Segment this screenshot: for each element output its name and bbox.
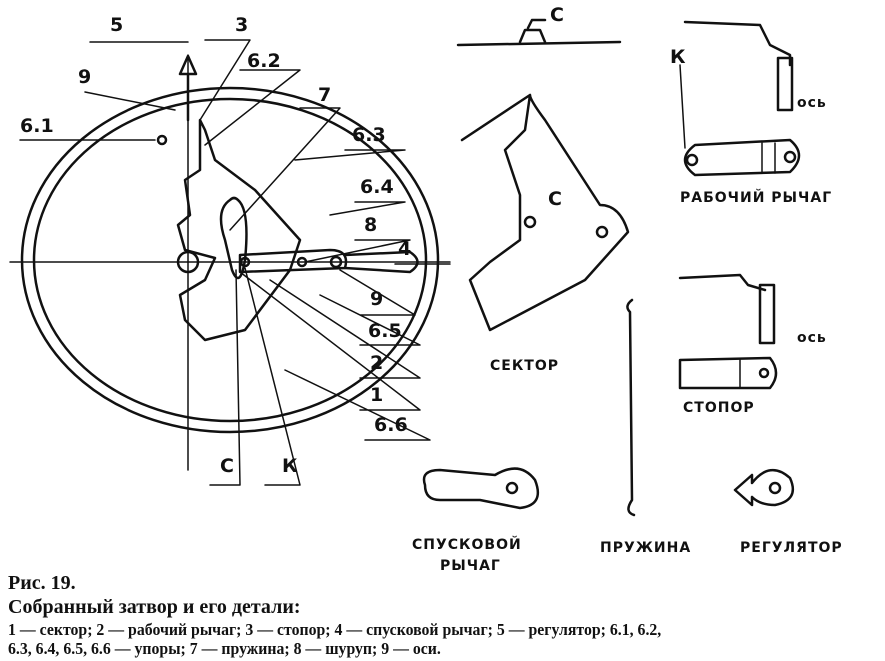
trigger-lever-part — [422, 467, 540, 510]
regulator-arrow — [178, 54, 198, 122]
label-4: 4 — [398, 238, 412, 260]
regulator-part — [733, 469, 795, 507]
label-6-6: 6.6 — [374, 414, 408, 436]
inner-ring — [32, 97, 428, 423]
center-axis — [176, 250, 200, 274]
part-working-lever: РАБОЧИЙ РЫЧАГ — [680, 190, 833, 206]
spring-loop — [219, 196, 248, 280]
part-spring: ПРУЖИНА — [600, 540, 692, 556]
outer-ring — [20, 86, 440, 434]
label-3: 3 — [235, 14, 249, 36]
part-axis-2: ось — [797, 330, 827, 346]
part-top-c: С — [550, 4, 564, 26]
stopper-part — [678, 273, 778, 390]
shutter-rail — [456, 18, 622, 47]
assembly-view — [9, 39, 451, 486]
part-lever-k: К — [670, 46, 686, 68]
label-7: 7 — [318, 84, 332, 106]
axis-9b — [329, 255, 343, 269]
part-sector-c: С — [548, 188, 562, 210]
part-trigger-lever-1: СПУСКОВОЙ — [412, 537, 522, 553]
label-c: С — [220, 455, 234, 477]
label-6-2: 6.2 — [247, 50, 281, 72]
part-trigger-lever-2: РЫЧАГ — [440, 558, 501, 574]
part-stopper: СТОПОР — [683, 400, 755, 416]
caption-line-2: 6.3, 6.4, 6.5, 6.6 — упоры; 7 — пружина;… — [8, 639, 441, 658]
label-k: К — [282, 455, 298, 477]
label-1: 1 — [370, 384, 384, 406]
label-8: 8 — [364, 214, 378, 236]
label-9: 9 — [78, 66, 92, 88]
label-6-3: 6.3 — [352, 124, 386, 146]
label-6-5: 6.5 — [368, 320, 402, 342]
spring-part — [626, 298, 636, 517]
caption-figure: Рис. 19. — [8, 572, 76, 594]
trigger-lever — [343, 250, 419, 274]
label-5: 5 — [110, 14, 124, 36]
label-6-4: 6.4 — [360, 176, 394, 198]
label-2: 2 — [370, 352, 384, 374]
working-lever-part — [679, 20, 801, 177]
label-9b: 9 — [370, 288, 384, 310]
part-sector: СЕКТОР — [490, 358, 559, 374]
label-6-1: 6.1 — [20, 115, 54, 137]
stop-6-1 — [156, 134, 168, 146]
screw-8 — [239, 256, 251, 268]
part-axis-1: ось — [797, 95, 827, 111]
caption-title: Собранный затвор и его детали: — [8, 596, 301, 618]
caption-line-1: 1 — сектор; 2 — рабочий рычаг; 3 — стопо… — [8, 620, 662, 639]
sector-shape — [176, 118, 302, 342]
part-regulator: РЕГУЛЯТОР — [740, 540, 843, 556]
sector-part — [460, 93, 630, 332]
leader-lines — [19, 39, 451, 486]
